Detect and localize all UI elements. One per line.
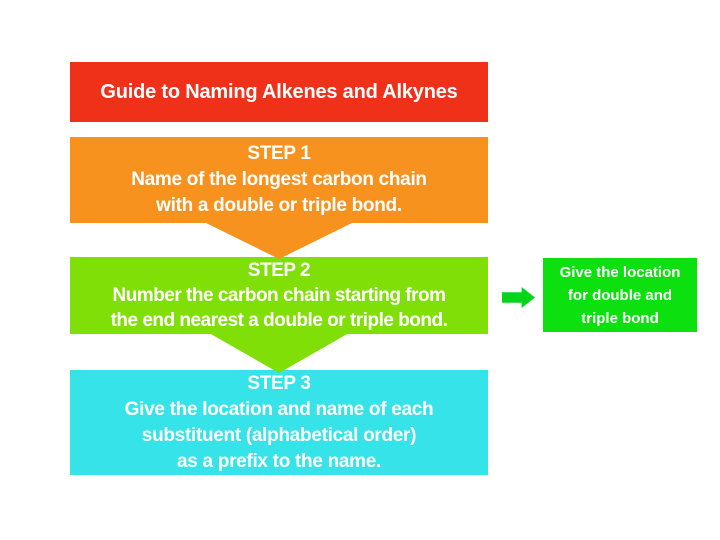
callout-box: Give the location for double and triple … <box>543 258 697 332</box>
step3-line: as a prefix to the name. <box>177 450 381 472</box>
callout-line: triple bond <box>581 309 659 327</box>
step2-header: STEP 2 <box>247 260 311 281</box>
step3-header: STEP 3 <box>247 372 311 394</box>
right-arrow-icon <box>502 287 535 308</box>
callout-line: for double and <box>567 286 673 304</box>
callout-line: Give the location <box>559 263 681 281</box>
step1-box: STEP 1 Name of the longest carbon chain … <box>70 137 488 223</box>
step1-down-pointer-icon <box>204 222 354 259</box>
title-box: Guide to Naming Alkenes and Alkynes <box>70 62 488 122</box>
step2-line: the end nearest a double or triple bond. <box>110 310 448 331</box>
step2-down-pointer-icon <box>209 333 349 373</box>
step3-line: Give the location and name of each <box>124 398 434 420</box>
step2-line: Number the carbon chain starting from <box>112 285 446 306</box>
step2-box: STEP 2 Number the carbon chain starting … <box>70 257 488 334</box>
step3-box: STEP 3 Give the location and name of eac… <box>70 370 488 475</box>
step1-header: STEP 1 <box>247 143 311 164</box>
title-text: Guide to Naming Alkenes and Alkynes <box>100 80 458 103</box>
step1-line: with a double or triple bond. <box>156 195 402 216</box>
step3-line: substituent (alphabetical order) <box>141 424 417 446</box>
step1-line: Name of the longest carbon chain <box>131 169 427 190</box>
